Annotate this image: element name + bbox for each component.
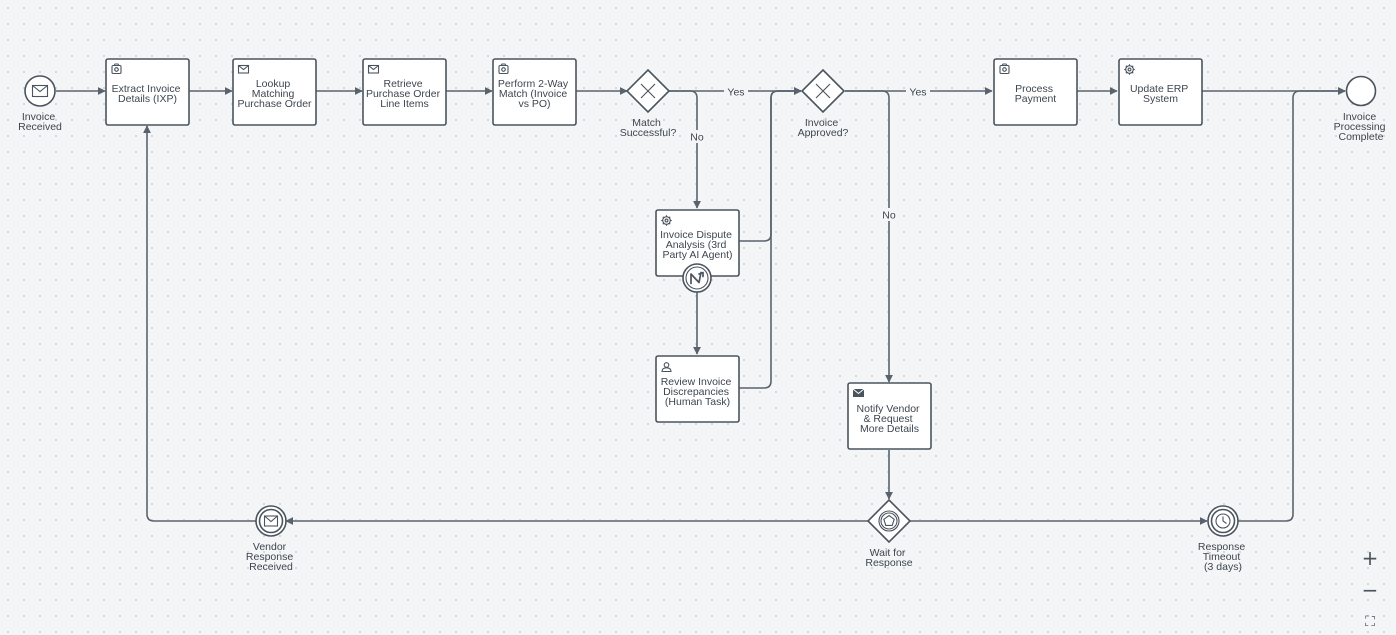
gear-icon (1124, 64, 1135, 75)
task-review-invoice-discrepancies[interactable]: Review Invoice Discrepancies (Human Task… (655, 355, 740, 423)
task-notify-vendor[interactable]: Notify Vendor & Request More Details (847, 382, 932, 450)
exclusive-x-icon (815, 83, 831, 99)
task-review-label: Review Invoice Discrepancies (Human Task… (661, 376, 735, 408)
flow-label-yes-match: Yes (727, 87, 744, 99)
envelope-icon (263, 515, 279, 527)
gear-icon (661, 215, 672, 226)
sequence-flows (56, 87, 1346, 525)
timer-event-response-timeout[interactable]: Response Timeout (3 days) (1198, 505, 1248, 573)
flow-review-to-approved[interactable] (739, 87, 802, 389)
zoom-out-button[interactable]: − (1358, 578, 1382, 602)
flow-timeout-to-end[interactable] (1238, 87, 1346, 522)
gateway-wait-for-response[interactable]: Wait for Response (865, 498, 913, 569)
flow-vendor-to-extract[interactable] (143, 125, 256, 522)
task-lookup-purchase-order[interactable]: Lookup Matching Purchase Order (232, 58, 317, 126)
task-update-erp-system[interactable]: Update ERP System (1118, 58, 1203, 126)
task-perform-2-way-match[interactable]: Perform 2-Way Match (Invoice vs PO) (492, 58, 577, 126)
start-event-invoice-received[interactable]: Invoice Received (18, 75, 62, 133)
task-payment-label: Process Payment (1015, 83, 1057, 105)
end-event-invoice-complete[interactable]: Invoice Processing Complete (1334, 75, 1389, 144)
vendor-response-label: Vendor Response Received (246, 541, 296, 573)
event-based-pentagon-icon (878, 510, 900, 532)
gateway-approved-label: Invoice Approved? (798, 117, 849, 139)
envelope-filled-icon (852, 388, 865, 397)
flow-dispute-to-approved[interactable] (739, 87, 802, 242)
clock-icon (1215, 513, 1231, 529)
gateway-match-label: Match Successful? (620, 117, 677, 139)
task-retrieve-line-items[interactable]: Retrieve Purchase Order Line Items (362, 58, 447, 126)
robot-icon (111, 63, 122, 75)
zoom-in-button[interactable]: + (1358, 546, 1382, 570)
task-process-payment[interactable]: Process Payment (993, 58, 1078, 126)
robot-icon (999, 63, 1010, 75)
flow-labels: Yes No Yes No (688, 85, 930, 222)
start-event-label: Invoice Received (18, 111, 62, 133)
task-dispute-label: Invoice Dispute Analysis (3rd Party AI A… (660, 229, 735, 261)
task-lookup-label: Lookup Matching Purchase Order (237, 78, 312, 110)
gateway-match-successful[interactable]: Match Successful? (620, 68, 677, 139)
task-extract-label: Extract Invoice Details (IXP) (112, 83, 184, 105)
task-match-label: Perform 2-Way Match (Invoice vs PO) (498, 78, 571, 110)
flow-approved-no[interactable] (845, 90, 893, 383)
exclusive-x-icon (640, 83, 656, 99)
gateway-wait-label: Wait for Response (865, 547, 912, 569)
task-erp-label: Update ERP System (1130, 83, 1191, 105)
flow-label-yes-approved: Yes (909, 87, 926, 99)
fit-to-screen-button[interactable]: ⛶ (1358, 610, 1382, 634)
user-icon (661, 362, 672, 373)
flow-label-no-match: No (690, 132, 704, 144)
envelope-icon (31, 84, 49, 98)
task-notify-label: Notify Vendor & Request More Details (857, 403, 923, 435)
agent-icon (682, 263, 712, 293)
message-event-vendor-response[interactable]: Vendor Response Received (246, 505, 296, 573)
mail-icon (367, 64, 380, 74)
flow-match-no[interactable] (669, 90, 701, 209)
task-extract-invoice-details[interactable]: Extract Invoice Details (IXP) (105, 58, 190, 126)
end-event-label: Invoice Processing Complete (1334, 111, 1389, 143)
gateway-invoice-approved[interactable]: Invoice Approved? (798, 68, 849, 139)
flow-label-no-approved: No (882, 210, 896, 222)
mail-icon (237, 64, 250, 74)
timeout-label: Response Timeout (3 days) (1198, 541, 1248, 573)
task-invoice-dispute-analysis[interactable]: Invoice Dispute Analysis (3rd Party AI A… (655, 209, 740, 293)
robot-icon (498, 63, 509, 75)
task-retrieve-label: Retrieve Purchase Order Line Items (366, 78, 443, 110)
